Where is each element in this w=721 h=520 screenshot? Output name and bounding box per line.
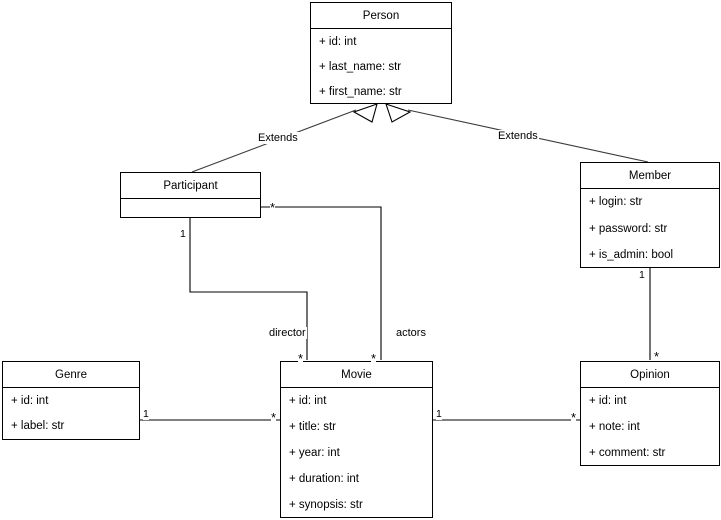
attribute: + is_admin: bool [589,249,674,261]
multiplicity-opinion-movie: * [571,410,577,425]
attribute: + year: int [289,447,340,459]
class-attributes-opinion: + id: int + note: int + comment: str [581,388,719,466]
edge-label-director: director [268,327,307,339]
attribute: + note: int [589,421,640,433]
attribute: + password: str [589,223,668,235]
multiplicity-participant-director: 1 [180,228,186,240]
class-attributes-movie: + id: int + title: str + year: int + dur… [281,388,432,518]
edge-label-actors: actors [395,327,427,339]
edge-label-extends-left: Extends [257,132,299,144]
attribute: + synopsis: str [289,499,363,511]
class-attributes-member: + login: str + password: str + is_admin:… [581,189,719,268]
class-attributes-person: + id: int + last_name: str + first_name:… [311,29,451,105]
class-box-opinion[interactable]: Opinion + id: int + note: int + comment:… [580,361,720,466]
attribute: + title: str [289,421,336,433]
multiplicity-movie-actors: * [371,351,377,366]
attribute: + id: int [319,36,357,48]
class-box-member[interactable]: Member + login: str + password: str + is… [580,162,720,268]
class-title-participant: Participant [121,173,260,199]
edge-label-extends-right: Extends [497,130,539,142]
attribute: + login: str [589,196,643,208]
attribute: + comment: str [589,447,666,459]
class-title-opinion: Opinion [581,362,719,388]
attribute: + duration: int [289,473,360,485]
attribute: + id: int [289,395,327,407]
class-title-person: Person [311,3,451,29]
class-attributes-participant [121,199,260,218]
class-box-person[interactable]: Person + id: int + last_name: str + firs… [310,2,452,104]
multiplicity-member: 1 [639,269,645,281]
generalization-arrowhead-member [385,103,412,123]
attribute: + label: str [11,420,65,432]
multiplicity-genre: 1 [143,408,149,420]
class-title-genre: Genre [3,362,139,388]
multiplicity-movie-genre: * [271,410,277,425]
multiplicity-movie-director: * [298,351,304,366]
class-title-movie: Movie [281,362,432,388]
attribute: + first_name: str [319,86,402,98]
attribute: + id: int [11,395,49,407]
generalization-arrowhead-participant [352,103,378,123]
class-box-genre[interactable]: Genre + id: int + label: str [2,361,140,440]
class-box-movie[interactable]: Movie + id: int + title: str + year: int… [280,361,433,518]
multiplicity-movie-opinion: 1 [436,408,442,420]
class-attributes-genre: + id: int + label: str [3,388,139,439]
multiplicity-participant-actors: * [270,200,276,215]
multiplicity-opinion-member: * [654,349,660,364]
class-box-participant[interactable]: Participant [120,172,261,218]
attribute: + last_name: str [319,61,402,73]
class-title-member: Member [581,163,719,189]
attribute: + id: int [589,395,627,407]
